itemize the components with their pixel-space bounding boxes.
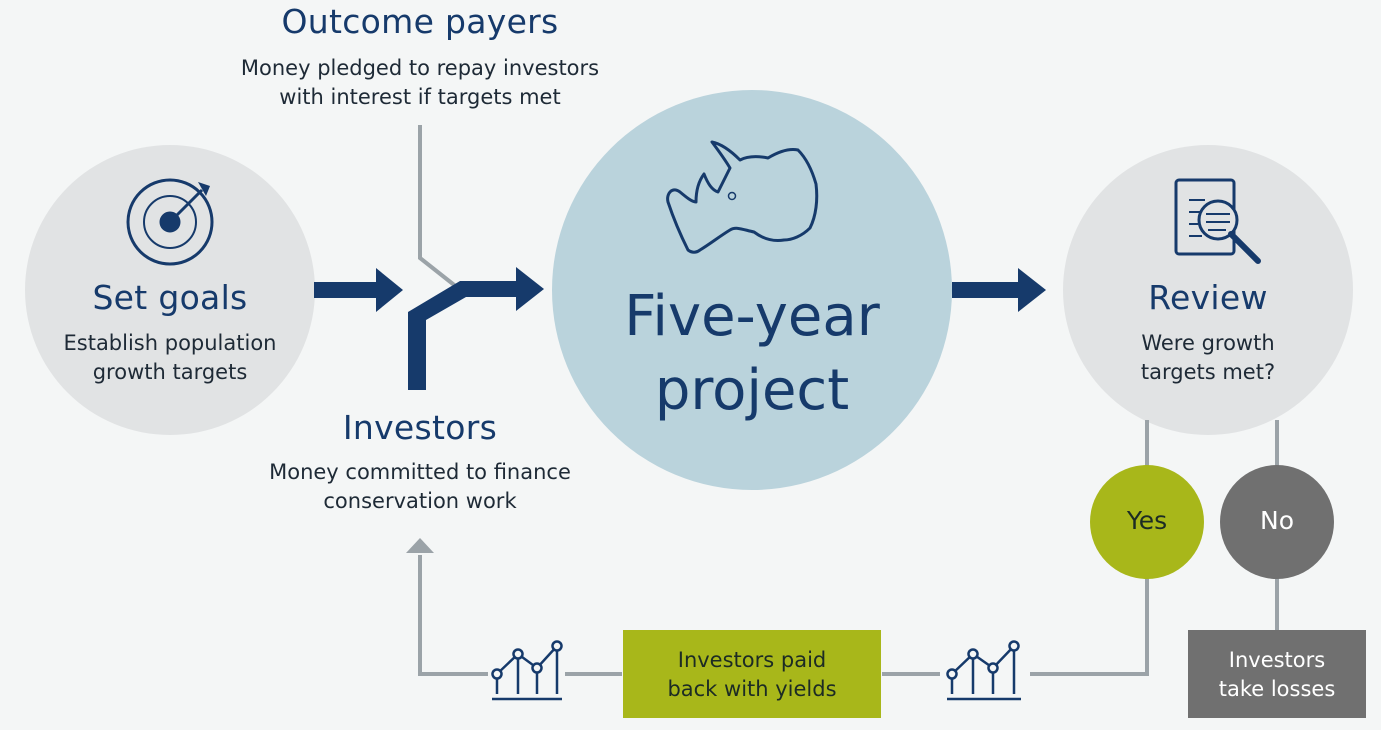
- set-goals-circle: [25, 145, 315, 435]
- arrow-set-goals-head-icon: [376, 268, 403, 312]
- arrow-merge-head-icon: [516, 267, 544, 311]
- yes-label: Yes: [1126, 506, 1168, 535]
- set-goals-line-1: Establish population: [63, 331, 277, 355]
- paid-back-line-2: back with yields: [667, 677, 837, 701]
- arrow-project-head-icon: [1018, 268, 1046, 312]
- investors-title: Investors: [342, 408, 498, 447]
- arrow-merge-shaft: [408, 281, 518, 390]
- no-circle: [1220, 465, 1334, 579]
- return-arrow-head-icon: [406, 538, 434, 553]
- outcome-payers-line-1: Money pledged to repay investors: [240, 56, 600, 80]
- line-chart-icon: [946, 640, 1021, 701]
- connector-lines: [418, 125, 1279, 676]
- paid-back-line-1: Investors paid: [677, 648, 827, 672]
- review-line-2: targets met?: [1140, 360, 1276, 384]
- losses-box: [1188, 630, 1366, 718]
- yes-circle: [1090, 465, 1204, 579]
- line-chart-icon: [491, 640, 563, 701]
- outcome-payers-title: Outcome payers: [281, 2, 559, 41]
- set-goals-title: Set goals: [92, 278, 248, 317]
- rhino-icon: [666, 140, 819, 254]
- arrow-set-goals-shaft: [314, 282, 376, 298]
- losses-line-1: Investors: [1228, 648, 1326, 672]
- set-goals-line-2: growth targets: [92, 360, 248, 384]
- investors-line-1: Money committed to finance: [269, 460, 571, 484]
- review-line-1: Were growth: [1141, 331, 1275, 355]
- project-line-2: project: [654, 358, 850, 423]
- review-title: Review: [1148, 278, 1268, 317]
- outcome-payers-line-2: with interest if targets met: [279, 85, 561, 109]
- project-line-1: Five-year: [624, 284, 880, 349]
- investors-line-2: conservation work: [323, 489, 517, 513]
- return-line-left: [418, 555, 488, 676]
- document-search-icon: [1174, 178, 1261, 264]
- arrow-project-shaft: [952, 282, 1019, 298]
- flow-arrows: [314, 267, 1046, 390]
- yes-return-line: [1030, 578, 1149, 676]
- losses-line-2: take losses: [1218, 677, 1336, 701]
- target-icon: [126, 178, 214, 266]
- outcome-payers-connector: [418, 125, 460, 290]
- no-label: No: [1260, 506, 1294, 535]
- paid-back-box: [623, 630, 881, 718]
- project-circle: [552, 90, 952, 490]
- review-circle: [1063, 145, 1353, 435]
